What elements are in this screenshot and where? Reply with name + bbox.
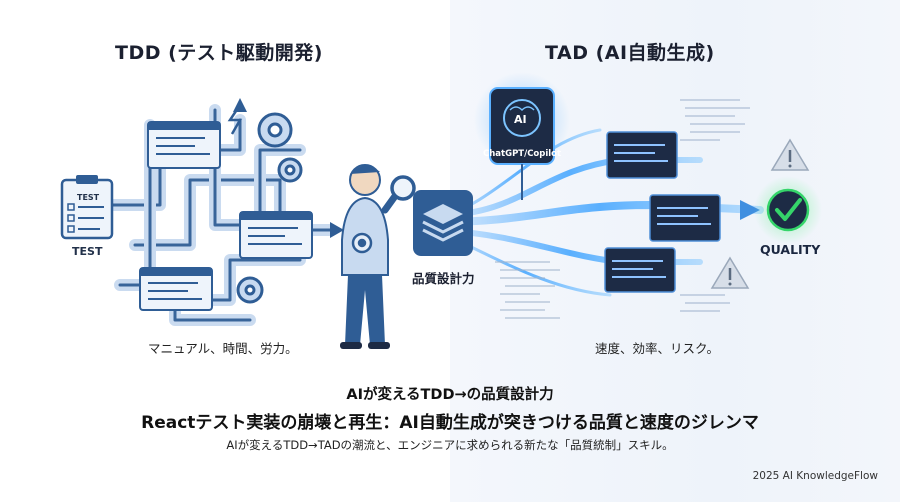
checklist-title: TEST xyxy=(77,193,100,202)
chip-ai-text: AI xyxy=(514,113,527,126)
arrow-right-icon xyxy=(740,200,760,220)
code-window-icon xyxy=(239,211,313,259)
arrow-up-icon xyxy=(233,98,247,112)
quality-label: QUALITY xyxy=(760,242,821,257)
test-label: TEST xyxy=(72,245,103,258)
check-circle-icon xyxy=(766,188,810,232)
faded-code-lines xyxy=(495,99,750,319)
skill-label: 品質設計力 xyxy=(412,271,475,286)
lightning-icon xyxy=(227,107,243,135)
subtitle-line: AIが変えるTDD→の品質設計力 xyxy=(346,387,554,403)
gear-icon xyxy=(257,112,293,148)
right-heading: TAD (AI自動生成) xyxy=(545,42,715,64)
code-window-icon xyxy=(649,194,721,242)
chip-label: ChatGPT/Copilot xyxy=(483,149,562,159)
gear-icon xyxy=(351,232,373,254)
warning-icon xyxy=(770,138,810,171)
code-window-icon xyxy=(604,247,676,293)
code-window-icon xyxy=(139,267,213,311)
left-caption: マニュアル、時間、労力。 xyxy=(148,341,298,356)
code-window-icon xyxy=(606,131,678,179)
arrow-right-icon xyxy=(330,222,344,238)
quality-design-box-icon xyxy=(413,190,473,256)
clipboard-checklist-icon xyxy=(60,175,114,240)
gear-icon xyxy=(277,157,303,183)
brand-credit: 2025 AI KnowledgeFlow xyxy=(752,470,878,482)
magnifier-icon xyxy=(390,175,416,201)
engineer-figure xyxy=(340,164,402,349)
left-heading: TDD (テスト駆動開発) xyxy=(115,42,323,64)
code-window-icon xyxy=(147,121,221,169)
warning-icon xyxy=(710,256,750,289)
gear-icon xyxy=(236,276,264,304)
main-title: Reactテスト実装の崩壊と再生：AI自動生成が突きつける品質と速度のジレンマ xyxy=(141,413,759,433)
description-line: AIが変えるTDD→TADの潮流と、エンジニアに求められる新たな「品質統制」スキ… xyxy=(226,438,674,452)
right-caption: 速度、効率、リスク。 xyxy=(595,341,720,356)
